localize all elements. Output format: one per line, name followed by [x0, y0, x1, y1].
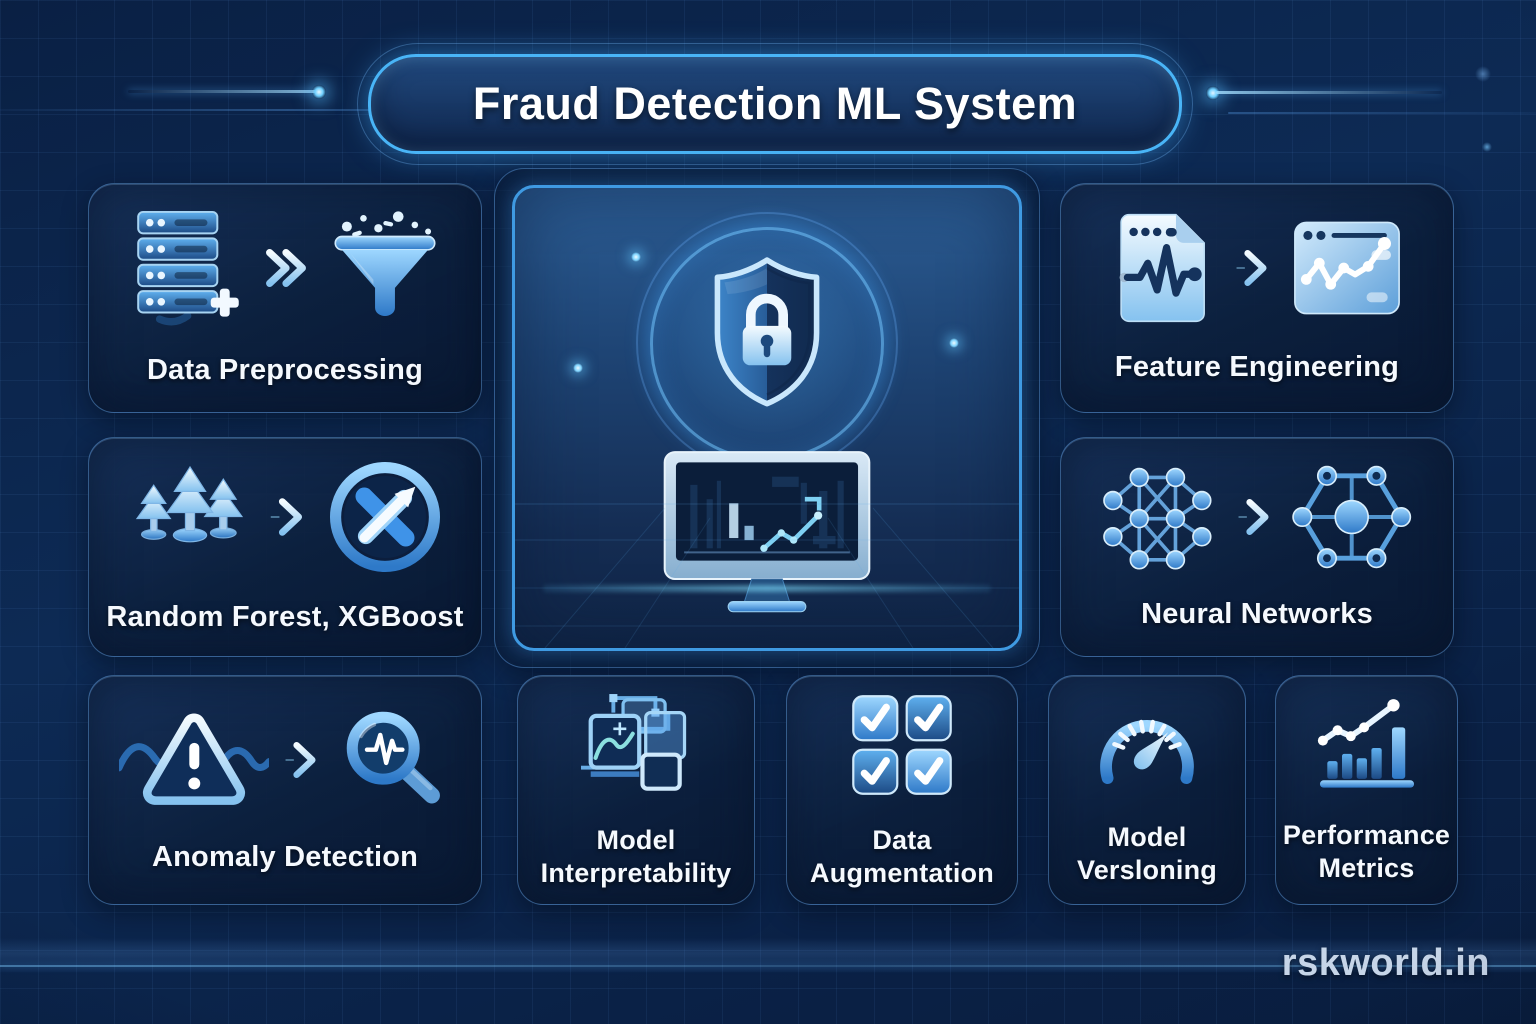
- signal-document-icon: [1119, 214, 1205, 323]
- card-feature-engineering: Feature Engineering: [1060, 183, 1454, 413]
- card-neural-networks: Neural Networks: [1060, 437, 1454, 657]
- chevron-icon: [270, 498, 303, 537]
- icon-row: [1096, 461, 1418, 573]
- icon-row: [1110, 210, 1404, 326]
- double-chevron-icon: [266, 249, 306, 288]
- ring-spark: [949, 338, 959, 348]
- icon-row: [127, 207, 443, 329]
- streak-spark-right: [1206, 86, 1220, 100]
- card-model-versioning: Model Versloning: [1048, 675, 1246, 905]
- chart-window-icon: [1294, 221, 1400, 315]
- monitor: [649, 446, 885, 629]
- card-label: Model Versloning: [1076, 822, 1218, 885]
- title-banner: Fraud Detection ML System: [357, 43, 1193, 165]
- shield-lock-icon: [714, 257, 820, 407]
- magnifier-pulse-icon: [346, 712, 440, 804]
- watermark: rskworld.in: [1281, 942, 1490, 984]
- card-label: Neural Networks: [1141, 598, 1373, 631]
- layered-screens-icon: [581, 694, 687, 791]
- hub-network-icon: [1292, 466, 1412, 569]
- thin-line-right: [1228, 112, 1536, 114]
- background-glow-dot: [1482, 142, 1492, 152]
- card-model-interpretability: Model Interpretability: [517, 675, 755, 905]
- ring-spark: [631, 252, 641, 262]
- card-anomaly-detection: Anomaly Detection: [88, 675, 482, 905]
- card-data-augmentation: Data Augmentation: [786, 675, 1018, 905]
- server-stack-icon: [137, 211, 239, 326]
- chevron-icon: [1238, 499, 1269, 536]
- growth-chart-icon: [1317, 699, 1414, 788]
- funnel-icon: [334, 211, 436, 317]
- page-title: Fraud Detection ML System: [472, 78, 1078, 129]
- card-performance-metrics: Performance Metrics: [1275, 675, 1458, 905]
- monitor-chart-icon: [663, 451, 871, 613]
- chevron-icon: [285, 742, 316, 779]
- xgboost-icon: [329, 462, 441, 573]
- card-label: Performance Metrics: [1282, 820, 1451, 883]
- speedometer-icon: [1100, 719, 1194, 785]
- chevron-icon: [1236, 250, 1267, 287]
- checkbox-grid-icon: [852, 695, 952, 795]
- warning-wave-icon: [119, 713, 269, 806]
- card-data-preprocessing: Data Preprocessing: [88, 183, 482, 413]
- card-random-forest-xgboost: Random Forest, XGBoost: [88, 437, 482, 657]
- card-label: Data Augmentation: [810, 825, 994, 888]
- shield-lock: [691, 254, 843, 431]
- center-panel: [494, 168, 1040, 668]
- icon-row: [119, 704, 451, 816]
- streak-spark-left: [312, 85, 326, 99]
- ring-spark: [573, 363, 583, 373]
- card-label: Feature Engineering: [1114, 351, 1400, 384]
- dense-network-icon: [1103, 468, 1212, 570]
- card-label: Data Preprocessing: [147, 354, 423, 387]
- card-label: Anomaly Detection: [151, 841, 419, 874]
- card-label: Random Forest, XGBoost: [106, 601, 464, 634]
- background-glow-dot: [1475, 66, 1491, 82]
- forest-icon: [135, 466, 244, 543]
- center-panel-inner: [512, 185, 1022, 651]
- title-streak-left: [128, 90, 320, 93]
- icon-row: [126, 458, 444, 576]
- card-label: Model Interpretability: [540, 825, 732, 888]
- title-streak-right: [1216, 91, 1442, 94]
